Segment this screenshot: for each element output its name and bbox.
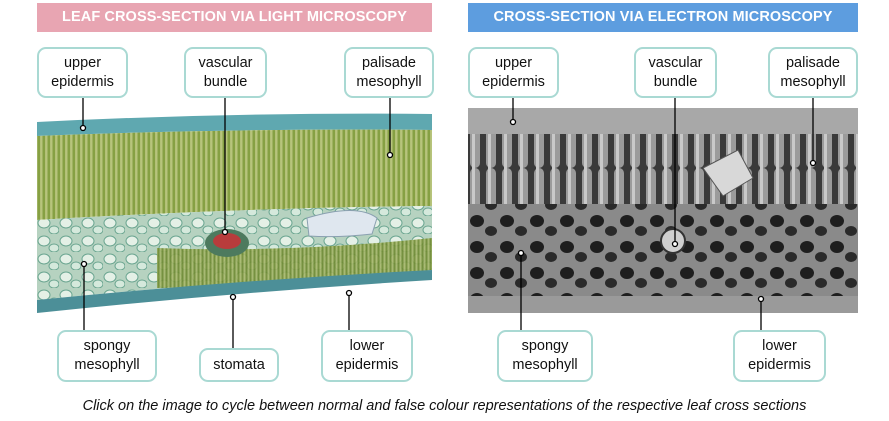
label-lower-epidermis-light: lower epidermis <box>321 330 413 382</box>
light-microscopy-image[interactable] <box>37 108 432 323</box>
label-spongy-mesophyll-em: spongy mesophyll <box>497 330 593 382</box>
label-vascular-bundle-em: vascular bundle <box>634 47 717 98</box>
label-palisade-mesophyll-light: palisade mesophyll <box>344 47 434 98</box>
label-spongy-mesophyll-light: spongy mesophyll <box>57 330 157 382</box>
electron-microscopy-title: CROSS-SECTION VIA ELECTRON MICROSCOPY <box>468 3 858 32</box>
label-lower-epidermis-em: lower epidermis <box>733 330 826 382</box>
light-microscopy-title: LEAF CROSS-SECTION VIA LIGHT MICROSCOPY <box>37 3 432 32</box>
label-upper-epidermis-em: upper epidermis <box>468 47 559 98</box>
label-vascular-bundle-light: vascular bundle <box>184 47 267 98</box>
label-upper-epidermis-light: upper epidermis <box>37 47 128 98</box>
caption: Click on the image to cycle between norm… <box>82 398 807 414</box>
electron-microscopy-image[interactable] <box>468 108 858 313</box>
label-stomata: stomata <box>199 348 279 382</box>
label-palisade-mesophyll-em: palisade mesophyll <box>768 47 858 98</box>
